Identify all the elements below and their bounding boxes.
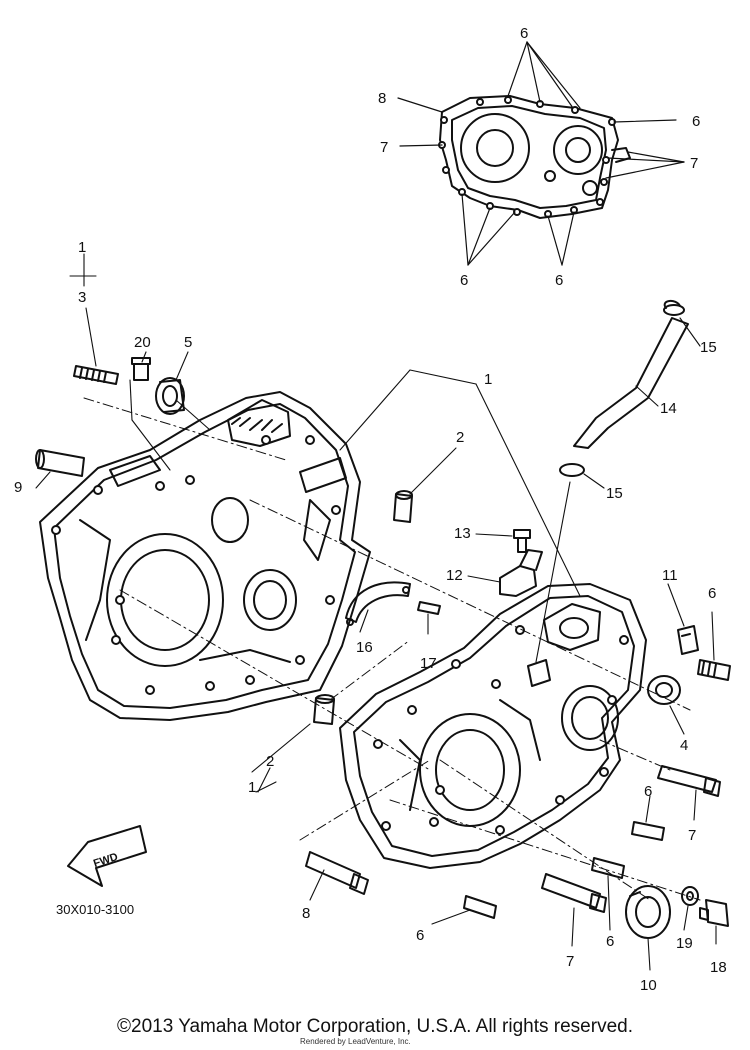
plug-bolt bbox=[699, 899, 729, 927]
stud-bolt bbox=[73, 365, 119, 385]
long-bolt-7-bottom bbox=[541, 873, 607, 913]
dowel-pin-top bbox=[393, 490, 413, 523]
cable-clamp bbox=[677, 625, 699, 655]
callout-11: 11 bbox=[662, 567, 678, 584]
callout-7-bottom: 7 bbox=[566, 953, 574, 970]
callout-13: 13 bbox=[454, 525, 471, 542]
dowel-pin-bottom bbox=[313, 694, 335, 725]
callout-6-b2: 6 bbox=[606, 933, 614, 950]
callout-1: 1 bbox=[484, 371, 492, 388]
callout-2-bottom: 2 bbox=[266, 753, 274, 770]
callout-17: 17 bbox=[420, 655, 437, 672]
hose-clip-top bbox=[663, 304, 685, 316]
oil-seal-4 bbox=[647, 675, 681, 705]
callout-6-bottom-left: 6 bbox=[460, 272, 468, 289]
callout-12: 12 bbox=[446, 567, 463, 584]
hose-clip-bottom bbox=[559, 463, 585, 477]
gasket-inset bbox=[438, 95, 631, 219]
rendered-by-credit: Rendered by LeadVenture, Inc. bbox=[300, 1037, 411, 1046]
callout-1-bottom: 1 bbox=[248, 779, 256, 796]
callout-16: 16 bbox=[356, 639, 373, 656]
dowel-pin-9 bbox=[35, 449, 85, 477]
fwd-label: FWD bbox=[92, 851, 120, 870]
callout-7-left: 7 bbox=[380, 139, 388, 156]
right-crankcase-half bbox=[339, 583, 647, 869]
left-crankcase-half bbox=[39, 391, 371, 721]
callout-18: 18 bbox=[710, 959, 727, 976]
screw-13 bbox=[513, 529, 531, 553]
leader-lines bbox=[35, 253, 717, 971]
callout-7-right: 7 bbox=[690, 155, 698, 172]
callout-7-r: 7 bbox=[688, 827, 696, 844]
callout-labels: 6 8 6 7 7 6 6 1 3 20 5 1 2 15 14 15 9 13… bbox=[14, 25, 727, 994]
long-bolt-8 bbox=[305, 851, 369, 895]
oil-seal bbox=[155, 377, 185, 415]
callout-19: 19 bbox=[676, 935, 693, 952]
part-code: 30X010-3100 bbox=[56, 902, 134, 917]
callout-4: 4 bbox=[680, 737, 688, 754]
callout-6-right: 6 bbox=[692, 113, 700, 130]
callout-3: 3 bbox=[78, 289, 86, 306]
breather-hose bbox=[573, 300, 689, 449]
callout-5: 5 bbox=[184, 334, 192, 351]
copyright-notice: ©2013 Yamaha Motor Corporation, U.S.A. A… bbox=[117, 1016, 633, 1037]
drain-plug bbox=[131, 357, 151, 381]
callout-6-top: 6 bbox=[520, 25, 528, 42]
callout-1-ref: 1 bbox=[78, 239, 86, 256]
callout-2-top: 2 bbox=[456, 429, 464, 446]
callout-6-bottom: 6 bbox=[416, 927, 424, 944]
callout-14: 14 bbox=[660, 400, 677, 417]
callout-6-r2: 6 bbox=[644, 783, 652, 800]
callout-20: 20 bbox=[134, 334, 151, 351]
oil-seal-10 bbox=[625, 885, 671, 939]
bolt-6-right bbox=[697, 659, 731, 681]
fwd-arrow-icon bbox=[67, 825, 147, 887]
callout-8-top: 8 bbox=[378, 90, 386, 107]
callout-15-mid: 15 bbox=[606, 485, 623, 502]
callout-6-bottom-right: 6 bbox=[555, 272, 563, 289]
callout-10: 10 bbox=[640, 977, 657, 994]
half-ring-retainer bbox=[345, 581, 411, 626]
inset-leader-lines bbox=[397, 41, 685, 266]
callout-9: 9 bbox=[14, 479, 22, 496]
alignment-lines bbox=[83, 397, 701, 901]
bolt-6-mid bbox=[631, 821, 665, 841]
bolt-6-lower bbox=[591, 857, 625, 879]
callout-8-bottom: 8 bbox=[302, 905, 310, 922]
elbow-fitting bbox=[499, 549, 543, 597]
bolt-6-bottom bbox=[463, 895, 497, 919]
callout-6-r1: 6 bbox=[708, 585, 716, 602]
screw-17 bbox=[417, 601, 441, 615]
washer bbox=[681, 886, 699, 906]
long-bolt-7-right bbox=[657, 765, 721, 797]
callout-15-top: 15 bbox=[700, 339, 717, 356]
